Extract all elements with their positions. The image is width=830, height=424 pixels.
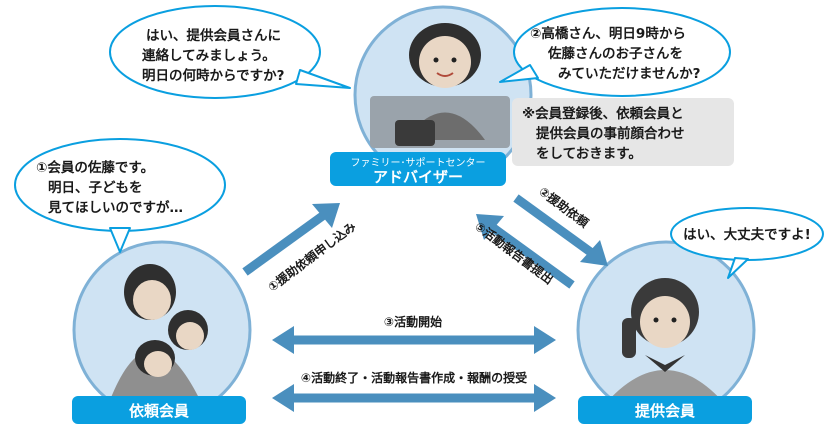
requester-label: 依頼会員 (72, 396, 246, 424)
advisor-label-small: ファミリー･サポートセンター (351, 157, 486, 169)
bubble-requester-line-1: ①会員の佐藤です。 (36, 159, 154, 176)
advisor-label: ファミリー･サポートセンター アドバイザー (330, 152, 506, 186)
bubble-advisor-reply: はい、提供会員さんに 連絡してみましょう。 明日の何時からですか? (109, 5, 351, 99)
bubble-provider: はい、大丈夫ですよ! (670, 207, 824, 279)
flow-step5-label: ⑤活動報告書提出 (472, 218, 556, 287)
advisor-label-main: アドバイザー (373, 168, 463, 186)
bubble-requester-line-2: 明日、子どもを (48, 180, 143, 196)
bubble-requester: ①会員の佐藤です。 明日、子どもを 見てほしいのですが… (14, 138, 226, 253)
bubble-advisor-ask: ②高橋さん、明日9時から 佐藤さんのお子さんを みていただけませんか? (499, 7, 731, 97)
note-line-1: ※会員登録後、依頼会員と (522, 105, 684, 122)
advisor-node: ファミリー･サポートセンター アドバイザー (330, 5, 533, 186)
bubble-provider-line-1: はい、大丈夫ですよ! (683, 226, 811, 243)
bubble-advisor-ask-line-3: みていただけませんか? (558, 66, 700, 82)
flow-step4-label: ④活動終了・活動報告書作成・報酬の授受 (301, 370, 527, 385)
bubble-advisor-ask-line-2: 佐藤さんのお子さんを (547, 45, 683, 62)
bubble-requester-line-3: 見てほしいのですが… (47, 199, 183, 216)
provider-label: 提供会員 (578, 396, 752, 424)
arrow-step3 (272, 326, 556, 354)
note-line-2: 提供会員の事前顔合わせ (536, 125, 685, 142)
arrow-step5 (476, 214, 575, 289)
bubble-advisor-ask-line-1: ②高橋さん、明日9時から (530, 25, 686, 42)
arrow-step1 (242, 203, 340, 276)
provider-label-text: 提供会員 (635, 402, 695, 420)
note-line-3: をしておきます。 (536, 146, 642, 162)
flow-step1-label: ①援助依頼申し込み (265, 219, 359, 295)
requester-illustration (110, 264, 208, 400)
bubble-advisor-reply-line-3: 明日の何時からですか? (142, 67, 284, 84)
bubble-advisor-reply-line-1: はい、提供会員さんに (146, 27, 281, 44)
bubble-advisor-reply-line-2: 連絡してみましょう。 (142, 47, 276, 64)
provider-node: 提供会員 (576, 240, 756, 424)
note-box: ※会員登録後、依頼会員と 提供会員の事前顔合わせ をしておきます。 (512, 98, 734, 166)
requester-label-text: 依頼会員 (129, 402, 189, 420)
advisor-illustration (370, 23, 510, 148)
flow-step3-label: ③活動開始 (384, 314, 442, 329)
arrow-step2 (513, 194, 608, 266)
requester-node: 依頼会員 (72, 240, 252, 424)
arrow-step4 (272, 384, 556, 412)
